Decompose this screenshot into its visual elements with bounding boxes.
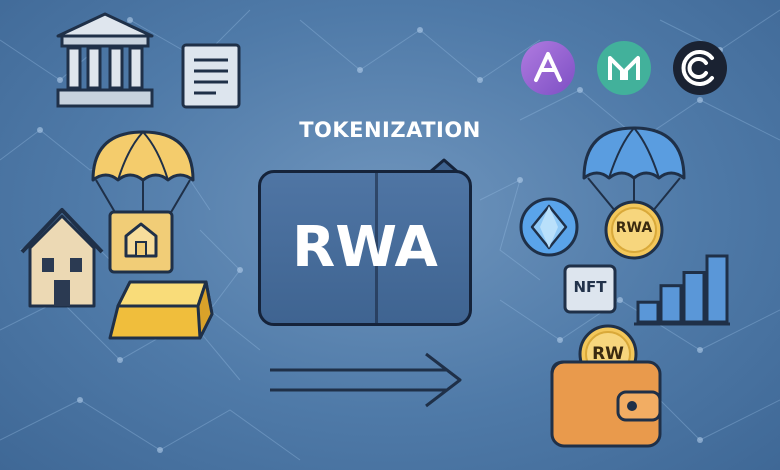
chart-bar (659, 284, 683, 324)
bar-chart-icon (634, 254, 730, 326)
chart-bar (705, 254, 729, 324)
chart-bar (682, 271, 706, 324)
centrifuge-logo (673, 41, 727, 95)
document-icon (181, 43, 241, 109)
chart-bar (636, 300, 660, 324)
arrow-right-icon (270, 352, 462, 408)
card-divider (375, 173, 378, 323)
maker-logo (597, 41, 651, 95)
gold-bar-icon (108, 280, 214, 340)
rwa-coin-label: RWA (615, 220, 653, 236)
bank-icon (56, 12, 154, 108)
house-icon (20, 208, 104, 308)
rwa-card: RWA (258, 170, 472, 326)
parachute-icon (91, 130, 195, 274)
aave-logo (521, 41, 575, 95)
wallet-coin-label: RW (592, 344, 624, 364)
tokenization-title: TOKENIZATION (299, 118, 481, 142)
nft-label: NFT (573, 278, 607, 296)
nft-icon (563, 264, 617, 314)
blue-parachute-icon (582, 126, 686, 260)
rwa-label: RWA (292, 215, 438, 280)
wallet-icon (550, 324, 662, 448)
diamond-icon (519, 197, 579, 257)
